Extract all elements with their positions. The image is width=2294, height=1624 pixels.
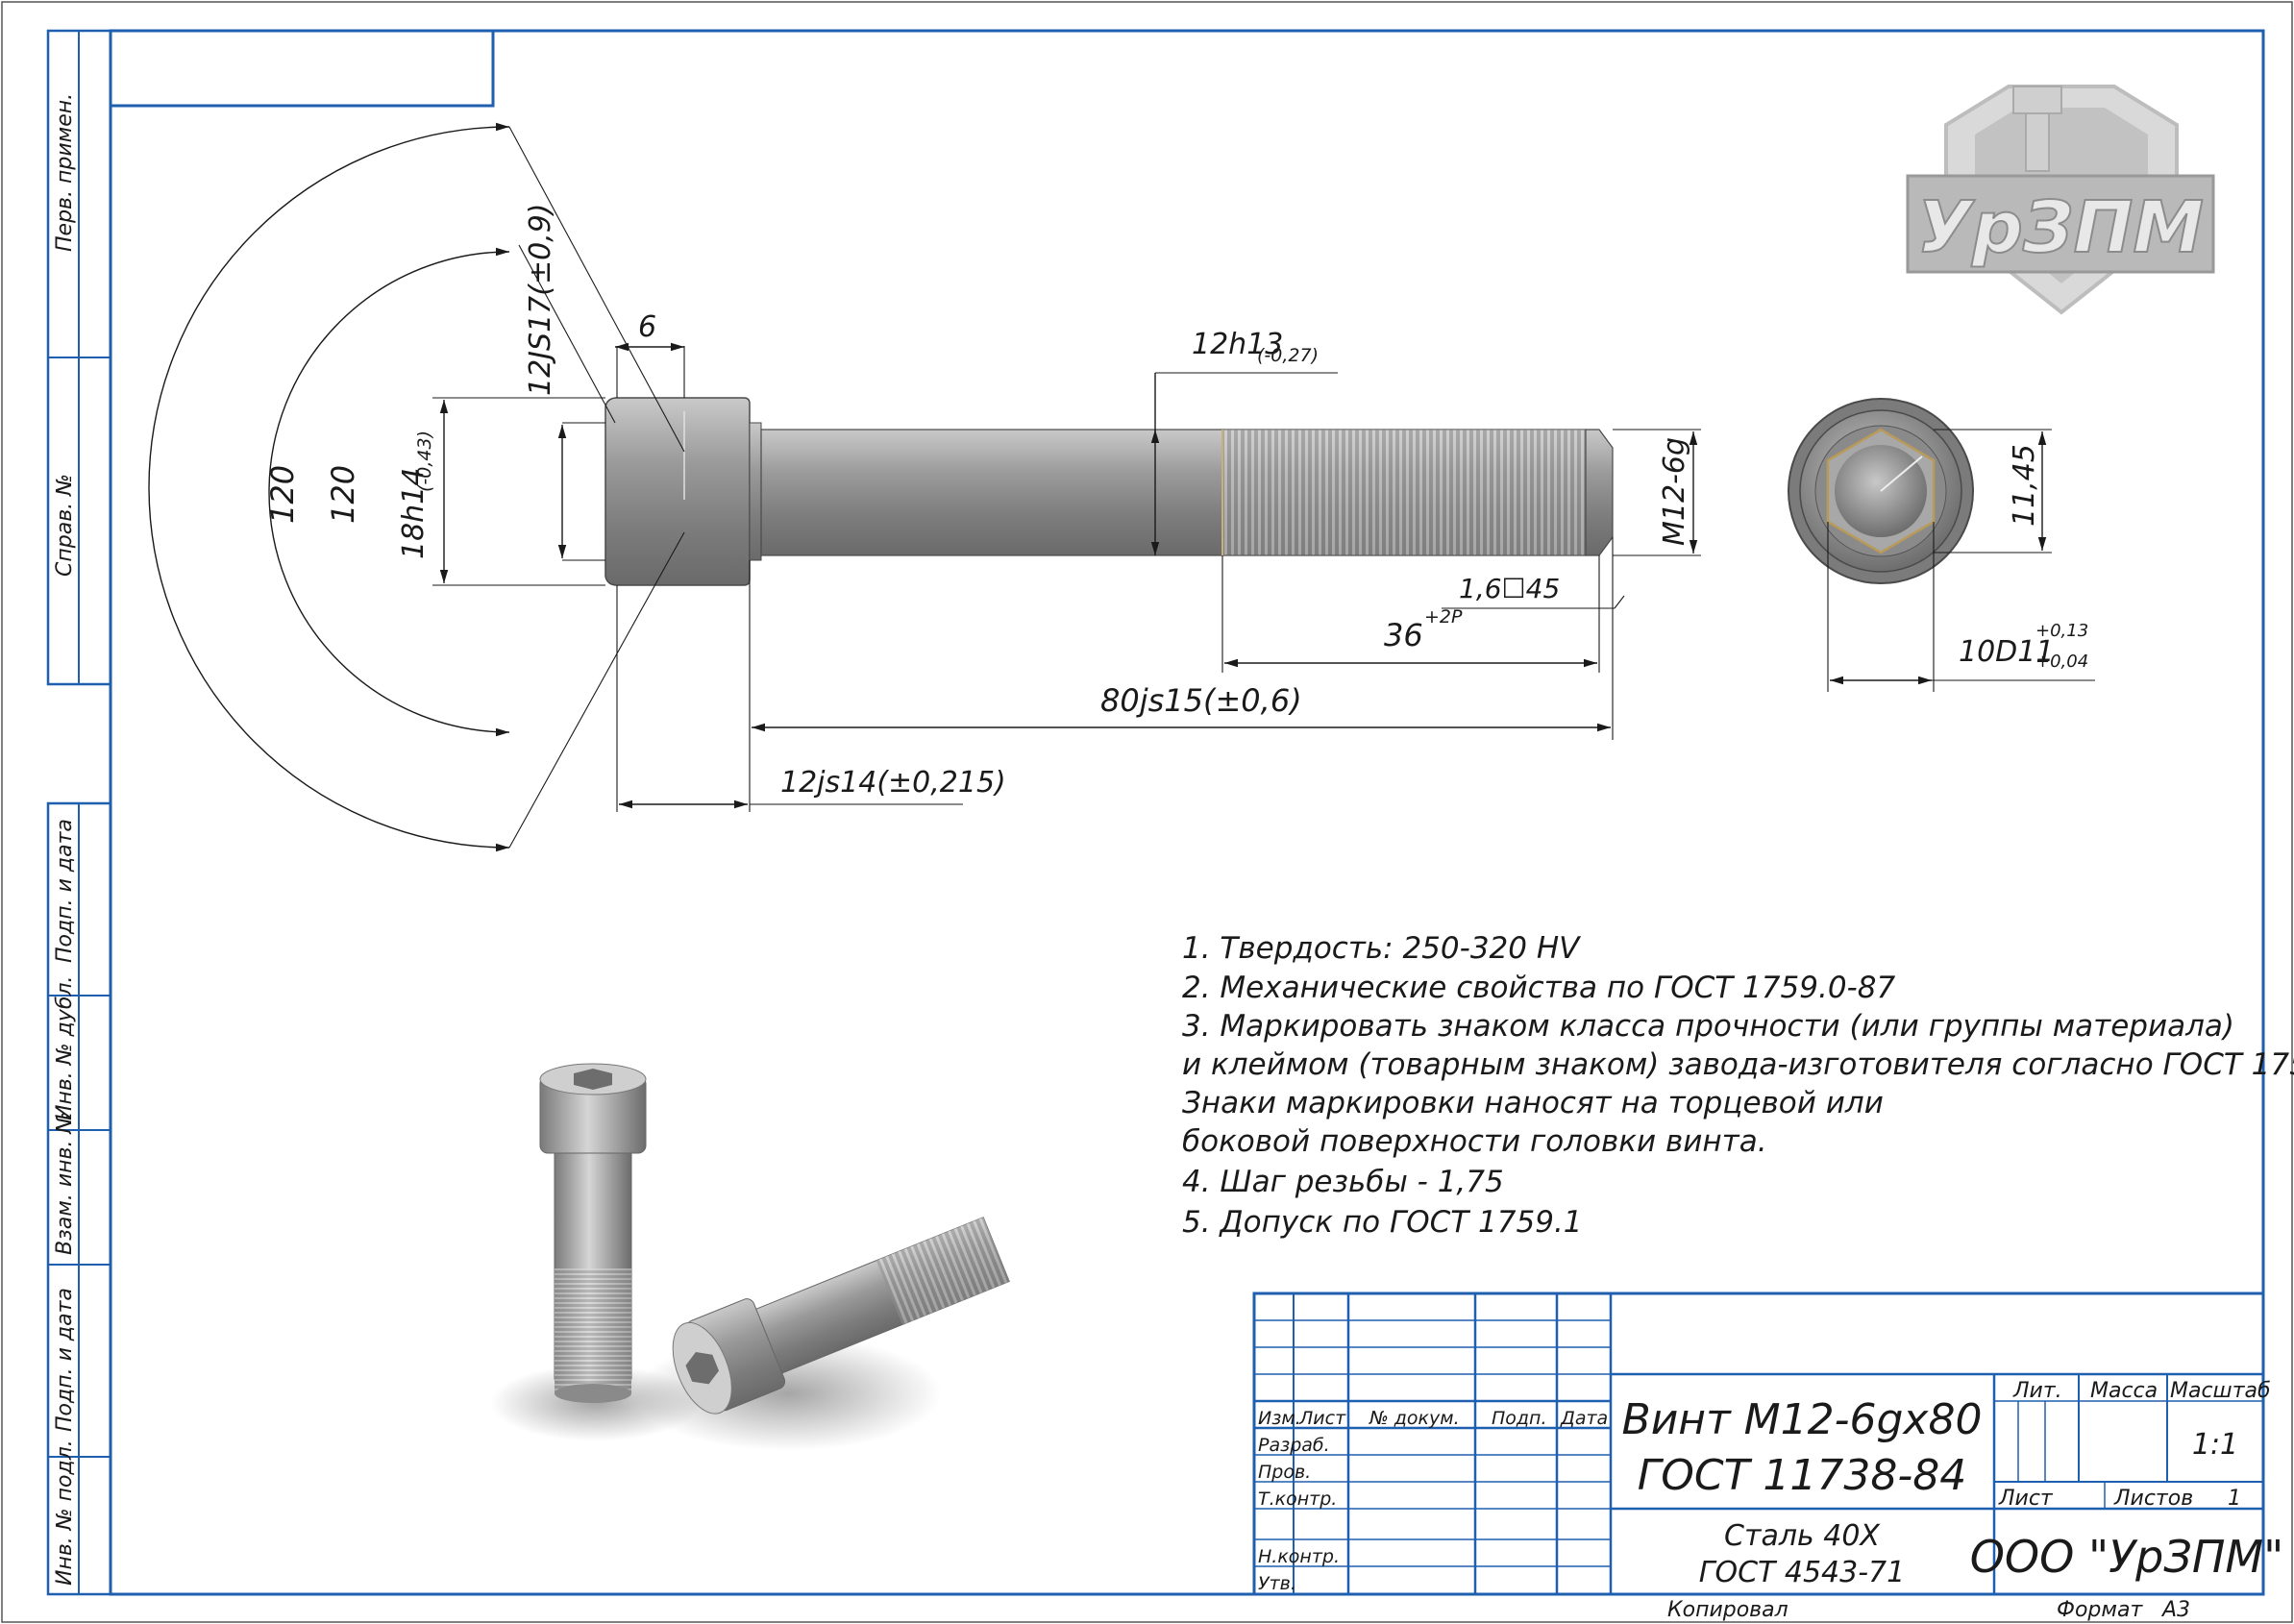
dim-head-diameter-tol: (-0,43) <box>414 431 435 492</box>
technical-notes: 1. Твердость: 250-320 HV 2. Механические… <box>1182 931 2294 1240</box>
product-name-line2: ГОСТ 11738-84 <box>1638 1451 1967 1500</box>
scale-value: 1:1 <box>2192 1428 2238 1462</box>
col-dokum: № докум. <box>1369 1408 1460 1429</box>
dim-thread-length-tol: +2P <box>1424 606 1463 627</box>
sheets-label: Листов <box>2113 1487 2193 1511</box>
dim-head-chamfer: 12JS17(±0,9) <box>524 204 557 397</box>
title-block: Изм. Лист № докум. Подп. Дата Разраб. Пр… <box>1252 1292 2284 1622</box>
row-razrab: Разраб. <box>1258 1435 1330 1456</box>
row-prov: Пров. <box>1258 1462 1311 1483</box>
note-line: 2. Механические свойства по ГОСТ 1759.0-… <box>1182 971 1895 1005</box>
format-value: А3 <box>2160 1598 2190 1622</box>
material-line2: ГОСТ 4543-71 <box>1699 1556 1905 1589</box>
dim-angle-inner: 120 <box>325 465 361 524</box>
note-line: боковой поверхности головки винта. <box>1182 1124 1767 1159</box>
dim-shank-diameter-tol: (-0,27) <box>1257 345 1319 366</box>
sidebar-label-perv: Перв. примен. <box>53 93 77 252</box>
col-data: Дата <box>1560 1408 1608 1429</box>
sidebar-label-vzam: Взам. инв. № <box>53 1112 77 1255</box>
dim-socket-width-tol-upper: +0,13 <box>2035 621 2088 641</box>
dim-socket-depth: 11,45 <box>2008 444 2041 527</box>
dim-head-height: 12js14(±0,215) <box>780 766 1006 800</box>
sidebar-label-inv-podl: Инв. № подл. <box>53 1439 77 1586</box>
dim-thread-length: 36 <box>1384 617 1423 653</box>
col-podp: Подп. <box>1492 1408 1547 1429</box>
bolt-end-view <box>1788 398 1974 584</box>
sidebar-label-podp1: Подп. и дата <box>53 819 77 963</box>
product-name-line1: Винт М12-6gх80 <box>1622 1395 1983 1444</box>
col-izm: Изм. <box>1258 1408 1301 1429</box>
left-sidebar: Перв. примен. Справ. № Подп. и дата Инв.… <box>46 29 112 1596</box>
dim-head-diameter: 18h14 <box>397 468 431 559</box>
sidebar-label-podp2: Подп. и дата <box>53 1288 77 1432</box>
note-line: Знаки маркировки наносят на торцевой или <box>1182 1086 1884 1120</box>
company-logo: УрЗПМ <box>1906 85 2215 315</box>
col-list: Лист <box>1298 1408 1346 1429</box>
mass-label: Масса <box>2090 1379 2158 1403</box>
note-line: 4. Шаг резьбы - 1,75 <box>1182 1165 1504 1199</box>
logo-text: УрЗПМ <box>1917 186 2204 269</box>
dim-angle-outer: 120 <box>264 465 301 524</box>
dim-socket-width: 10D11 <box>1959 635 2054 669</box>
dimension-labels: 120 120 12JS17(±0,9) 6 18h14 (-0,43) 12h… <box>264 204 2088 800</box>
row-tkontr: Т.контр. <box>1258 1489 1337 1510</box>
dim-socket-width-tol-lower: +0,04 <box>2035 652 2088 672</box>
note-line: 1. Твердость: 250-320 HV <box>1182 931 1582 966</box>
copied-label: Копировал <box>1667 1598 1788 1622</box>
dim-thread-chamfer: 1,6☐45 <box>1459 573 1560 604</box>
row-nkontr: Н.контр. <box>1258 1546 1340 1567</box>
dimension-lines <box>148 122 2095 852</box>
company-name: ООО "УрЗПМ" <box>1970 1531 2284 1583</box>
dim-head-width-small: 6 <box>638 310 656 344</box>
note-line: 5. Допуск по ГОСТ 1759.1 <box>1182 1205 1583 1240</box>
dim-length: 80js15(±0,6) <box>1100 682 1302 719</box>
sheet-label: Лист <box>1998 1487 2054 1511</box>
note-line: 3. Маркировать знаком класса прочности (… <box>1182 1009 2234 1044</box>
material-line1: Сталь 40Х <box>1724 1519 1881 1553</box>
sidebar-label-sprav: Справ. № <box>53 474 77 577</box>
scale-label: Масштаб <box>2170 1379 2271 1403</box>
note-line: и клеймом (товарным знаком) завода-изгот… <box>1182 1047 2294 1082</box>
dim-shank-diameter: 12h13 <box>1192 328 1283 361</box>
bolt-main-view <box>604 397 1614 586</box>
row-utv: Утв. <box>1258 1573 1296 1594</box>
lit-label: Лит. <box>2012 1379 2062 1403</box>
sheets-value: 1 <box>2228 1487 2241 1511</box>
dim-thread: M12-6g <box>1658 437 1691 546</box>
format-label: Формат <box>2057 1598 2143 1622</box>
bolt-3d-render <box>490 1063 1010 1451</box>
sidebar-label-inv-dubl: Инв. № дубл. <box>53 975 77 1120</box>
